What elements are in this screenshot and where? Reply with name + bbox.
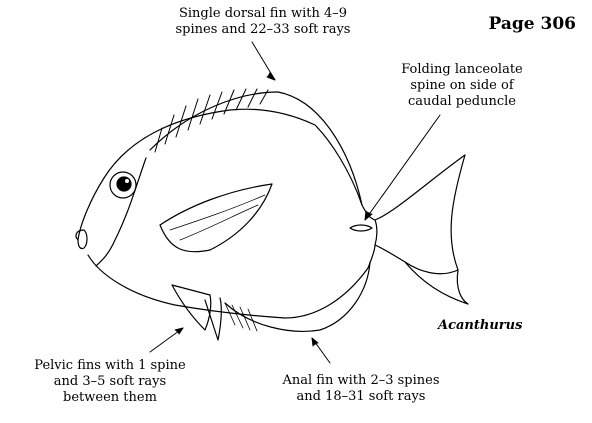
anal-fin-outline bbox=[225, 262, 370, 331]
fish-belly-outline bbox=[88, 245, 375, 318]
dorsal-fin-spines bbox=[155, 89, 268, 152]
annotation-arrows bbox=[150, 42, 440, 363]
pectoral-fin bbox=[160, 184, 272, 252]
dorsal-fin-outline bbox=[278, 92, 362, 205]
fish-body-outline bbox=[78, 109, 465, 240]
gill-cover bbox=[96, 158, 146, 266]
eye-pupil bbox=[117, 177, 131, 191]
caudal-fin-outline bbox=[375, 155, 465, 274]
mouth bbox=[76, 230, 87, 249]
caudal-peduncle-spine bbox=[350, 225, 372, 231]
